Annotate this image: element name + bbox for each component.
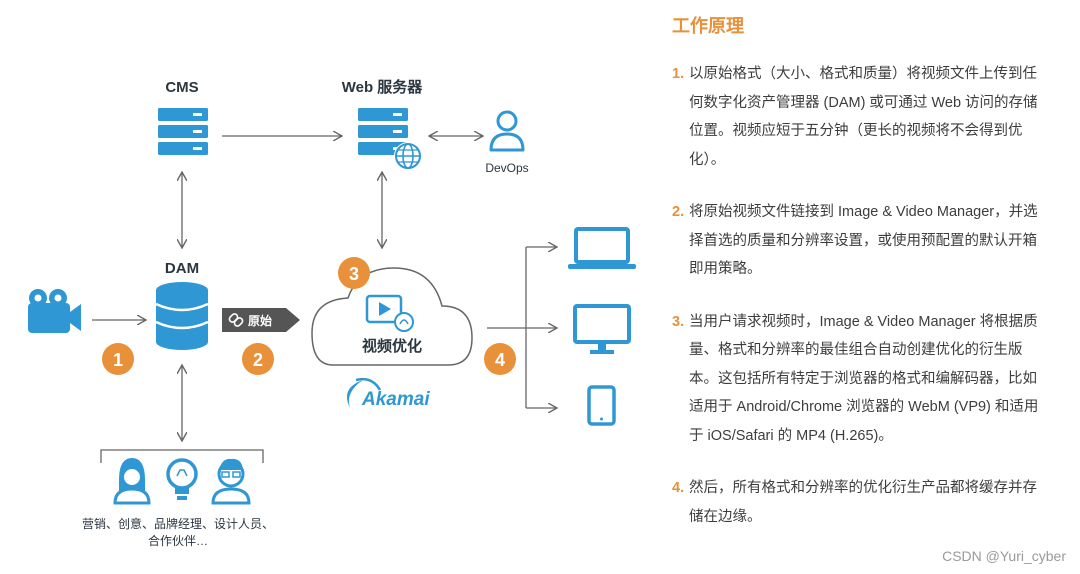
link-icon bbox=[228, 313, 244, 327]
cloud-shape bbox=[311, 267, 473, 366]
tablet-icon bbox=[587, 385, 616, 426]
step-item-3: 3. 当用户请求视频时，Image & Video Manager 将根据质量、… bbox=[672, 308, 1042, 451]
video-play-icon bbox=[365, 294, 414, 332]
step-number: 1. bbox=[672, 66, 685, 82]
devops-person-icon bbox=[489, 110, 525, 152]
lightbulb-icon bbox=[166, 458, 198, 500]
users-bracket bbox=[100, 449, 264, 463]
origin-link-tag: 原始 bbox=[222, 308, 300, 332]
database-icon bbox=[155, 282, 209, 350]
workflow-diagram: CMS Web 服务器 DevOps DAM bbox=[28, 78, 636, 548]
cms-server-icon bbox=[158, 108, 208, 155]
distribution-arrows bbox=[487, 247, 556, 408]
devops-label: DevOps bbox=[485, 161, 528, 175]
akamai-logo-text: Akamai bbox=[361, 389, 430, 410]
step-text: 以原始格式（大小、格式和质量）将视频文件上传到任何数字化资产管理器 (DAM) … bbox=[689, 66, 1038, 168]
panel-title: 工作原理 bbox=[672, 16, 744, 36]
step-badge-1: 1 bbox=[102, 343, 134, 375]
csdn-watermark: CSDN @Yuri_cyber bbox=[942, 548, 1066, 564]
step-number: 2. bbox=[672, 204, 685, 220]
step-number: 3. bbox=[672, 313, 685, 330]
step-badge-number: 4 bbox=[495, 350, 505, 370]
origin-tag-label: 原始 bbox=[248, 313, 272, 328]
globe-icon bbox=[394, 142, 422, 170]
dam-label: DAM bbox=[165, 260, 199, 277]
step-text: 将原始视频文件链接到 Image & Video Manager，并选择首选的质… bbox=[689, 204, 1038, 277]
users-caption-line2: 合作伙伴… bbox=[148, 533, 208, 548]
step-text: 当用户请求视频时，Image & Video Manager 将根据质量、格式和… bbox=[689, 313, 1039, 444]
cms-label: CMS bbox=[165, 79, 198, 96]
akamai-logo: Akamai bbox=[346, 377, 430, 410]
user-man-glasses-icon bbox=[211, 458, 251, 505]
step-badge-number: 2 bbox=[253, 350, 263, 370]
cloud-label: 视频优化 bbox=[362, 337, 422, 355]
step-badge-3: 3 bbox=[338, 257, 370, 289]
step-number: 4. bbox=[672, 480, 685, 496]
monitor-icon bbox=[573, 304, 631, 354]
step-badge-number: 1 bbox=[113, 350, 123, 370]
step-item-2: 2. 将原始视频文件链接到 Image & Video Manager，并选择首… bbox=[672, 198, 1042, 284]
step-badge-number: 3 bbox=[349, 264, 359, 284]
web-server-label: Web 服务器 bbox=[342, 78, 424, 96]
step-item-4: 4. 然后，所有格式和分辨率的优化衍生产品都将缓存并存储在边缘。 bbox=[672, 474, 1042, 531]
video-camera-icon bbox=[28, 289, 81, 333]
users-caption-line1: 营销、创意、品牌经理、设计人员、 bbox=[82, 516, 274, 531]
user-woman-icon bbox=[113, 458, 151, 505]
step-badge-2: 2 bbox=[242, 343, 274, 375]
laptop-icon bbox=[568, 227, 636, 269]
step-item-1: 1. 以原始格式（大小、格式和质量）将视频文件上传到任何数字化资产管理器 (DA… bbox=[672, 60, 1042, 174]
how-it-works-panel: 工作原理 1. 以原始格式（大小、格式和质量）将视频文件上传到任何数字化资产管理… bbox=[672, 10, 1042, 555]
step-text: 然后，所有格式和分辨率的优化衍生产品都将缓存并存储在边缘。 bbox=[689, 480, 1037, 525]
step-badge-4: 4 bbox=[484, 343, 516, 375]
